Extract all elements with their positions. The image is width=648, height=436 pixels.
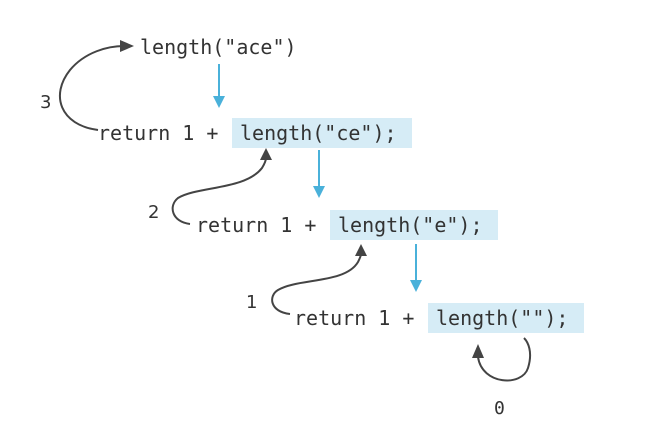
call-arrow-3 bbox=[410, 244, 422, 292]
highlight-call-1 bbox=[232, 118, 412, 148]
highlight-call-3 bbox=[428, 303, 584, 333]
return-arrow-3 bbox=[58, 40, 134, 131]
initial-call: length("ace") bbox=[140, 35, 297, 59]
return-statement-1-prefix: return 1 + bbox=[98, 121, 231, 145]
return-arrow-0 bbox=[472, 337, 532, 382]
call-arrow-1 bbox=[213, 64, 225, 108]
recursive-call-2: length("e"); bbox=[338, 213, 483, 237]
return-arrow-2 bbox=[171, 148, 272, 225]
return-value-3: 3 bbox=[40, 92, 52, 113]
call-arrow-2 bbox=[313, 150, 325, 198]
return-statement-3-prefix: return 1 + bbox=[294, 306, 427, 330]
return-value-2: 2 bbox=[148, 202, 160, 223]
recursive-call-3: length(""); bbox=[436, 306, 569, 330]
highlight-call-2 bbox=[330, 210, 498, 240]
return-value-0: 0 bbox=[494, 398, 505, 419]
return-value-1: 1 bbox=[246, 292, 258, 313]
recursive-call-1: length("ce"); bbox=[240, 121, 397, 145]
return-statement-2-prefix: return 1 + bbox=[196, 213, 329, 237]
return-arrow-1 bbox=[271, 244, 367, 315]
